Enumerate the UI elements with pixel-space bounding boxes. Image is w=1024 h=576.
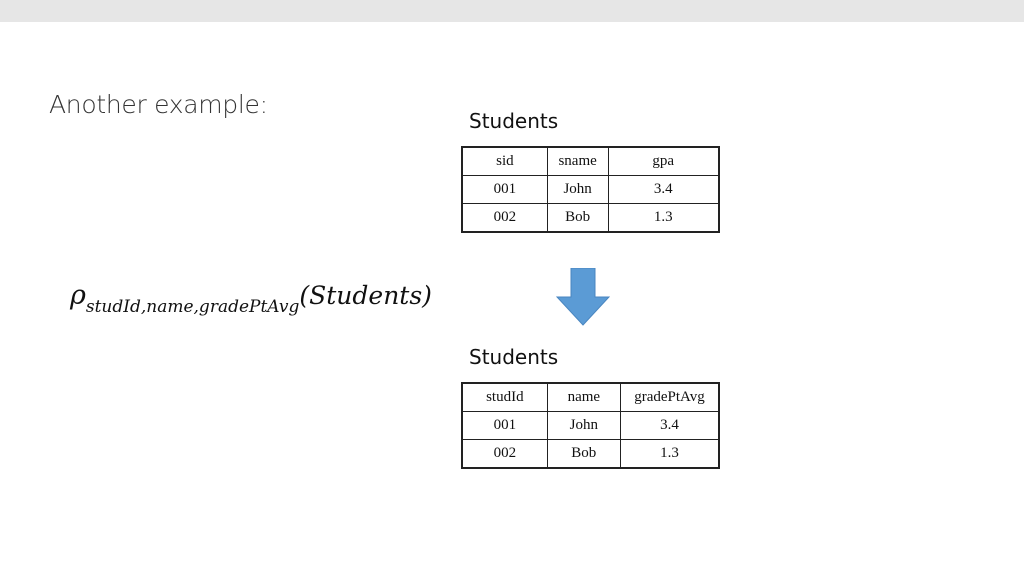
table-row: 001 John 3.4: [461, 175, 720, 204]
output-table-caption: Students: [469, 345, 559, 369]
column-header: name: [546, 382, 621, 412]
table-cell: 1.3: [619, 439, 720, 469]
rename-formula: ρstudId,name,gradePtAvg(Students): [70, 280, 432, 317]
table-row: 002 Bob 1.3: [461, 203, 720, 233]
table-cell: 1.3: [607, 203, 720, 233]
column-header: gpa: [607, 146, 720, 176]
table-cell: 002: [461, 439, 548, 469]
table-row: 001 John 3.4: [461, 411, 720, 440]
formula-argument: (Students): [299, 281, 432, 310]
table-cell: John: [546, 175, 609, 204]
table-cell: 3.4: [619, 411, 720, 440]
table-cell: Bob: [546, 203, 609, 233]
input-table: sid sname gpa 001 John 3.4 002 Bob 1.3: [461, 146, 720, 233]
formula-subscript: studId,name,gradePtAvg: [85, 297, 300, 317]
table-cell: 001: [461, 175, 548, 204]
table-cell: Bob: [546, 439, 621, 469]
table-cell: 3.4: [607, 175, 720, 204]
top-bar: [0, 0, 1024, 22]
rho-symbol: ρ: [70, 280, 86, 311]
table-cell: 002: [461, 203, 548, 233]
table-header-row: studId name gradePtAvg: [461, 382, 720, 412]
slide-title: Another example:: [49, 90, 268, 119]
table-cell: 001: [461, 411, 548, 440]
column-header: sid: [461, 146, 548, 176]
table-header-row: sid sname gpa: [461, 146, 720, 176]
output-table: studId name gradePtAvg 001 John 3.4 002 …: [461, 382, 720, 469]
column-header: studId: [461, 382, 548, 412]
table-cell: John: [546, 411, 621, 440]
table-row: 002 Bob 1.3: [461, 439, 720, 469]
slide: Another example: Students sid sname gpa …: [0, 22, 1024, 576]
column-header: gradePtAvg: [619, 382, 720, 412]
input-table-caption: Students: [469, 109, 559, 133]
column-header: sname: [546, 146, 609, 176]
down-arrow-icon: [556, 268, 610, 326]
